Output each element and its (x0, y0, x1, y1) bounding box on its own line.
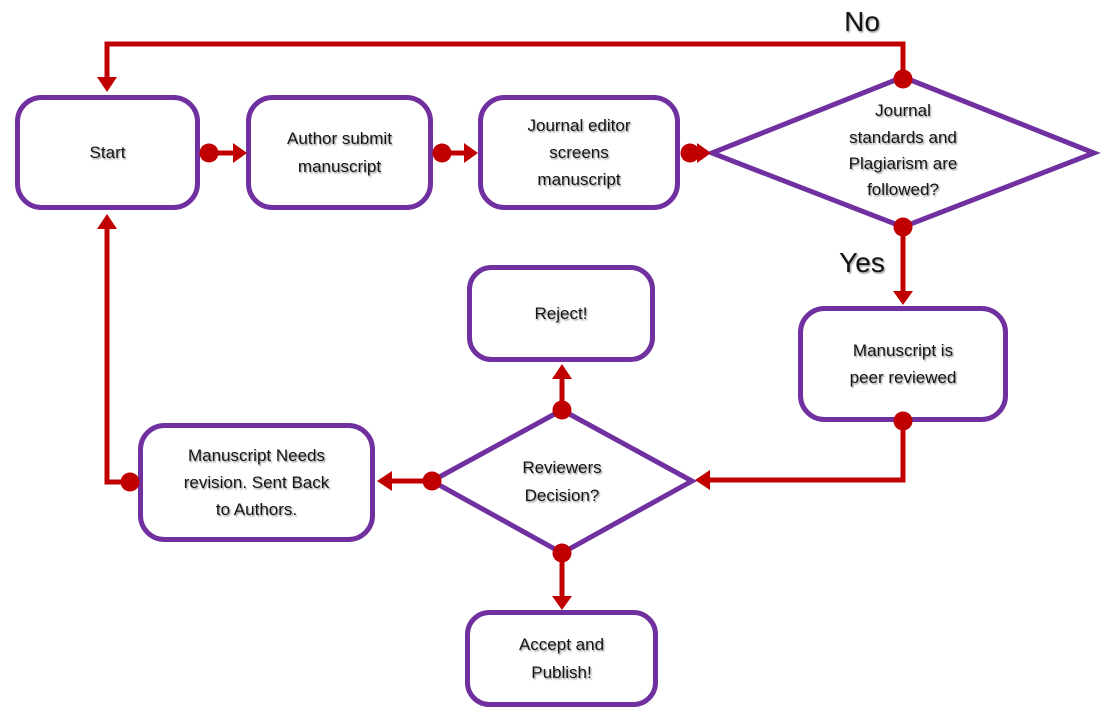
junction-dot-submit-right (432, 143, 452, 163)
revision-node-shape (138, 423, 375, 542)
arrowhead-into-peer (893, 291, 913, 305)
peer-review-node-shape (798, 306, 1008, 422)
arrowhead-into-start-bottom (97, 214, 117, 229)
arrowhead-into-accept (552, 596, 572, 610)
connector-peer-to-decision (710, 421, 906, 483)
start-node-shape (15, 95, 200, 210)
reject-node-shape (467, 265, 655, 362)
accept-node-shape (465, 610, 658, 707)
screen-node-shape (478, 95, 680, 210)
junction-dot-start-right (199, 143, 219, 163)
arrowhead-into-decision (695, 470, 710, 490)
junction-dot-revision-left (120, 472, 140, 492)
junction-dot-decision-bottom (552, 543, 572, 563)
reviewers-decision-shape (426, 407, 698, 556)
standards-decision-shape (705, 74, 1101, 230)
arrowhead-into-reject (552, 364, 572, 379)
arrowhead-into-revision (377, 471, 392, 491)
junction-dot-screen-right (680, 143, 700, 163)
junction-dot-decision-top (552, 400, 572, 420)
arrowhead-into-start-top (97, 77, 117, 92)
arrowhead-into-screen (464, 143, 478, 163)
junction-dot-standards-bottom (893, 217, 913, 237)
submit-node-shape (246, 95, 433, 210)
junction-dot-decision-left (422, 471, 442, 491)
arrowhead-into-submit (233, 143, 247, 163)
arrowhead-into-standards (697, 143, 711, 163)
junction-dot-peer-bottom (893, 411, 913, 431)
junction-dot-standards-top (893, 69, 913, 89)
connector-no-loop (104, 41, 906, 79)
connector-revision-loop (104, 229, 130, 485)
